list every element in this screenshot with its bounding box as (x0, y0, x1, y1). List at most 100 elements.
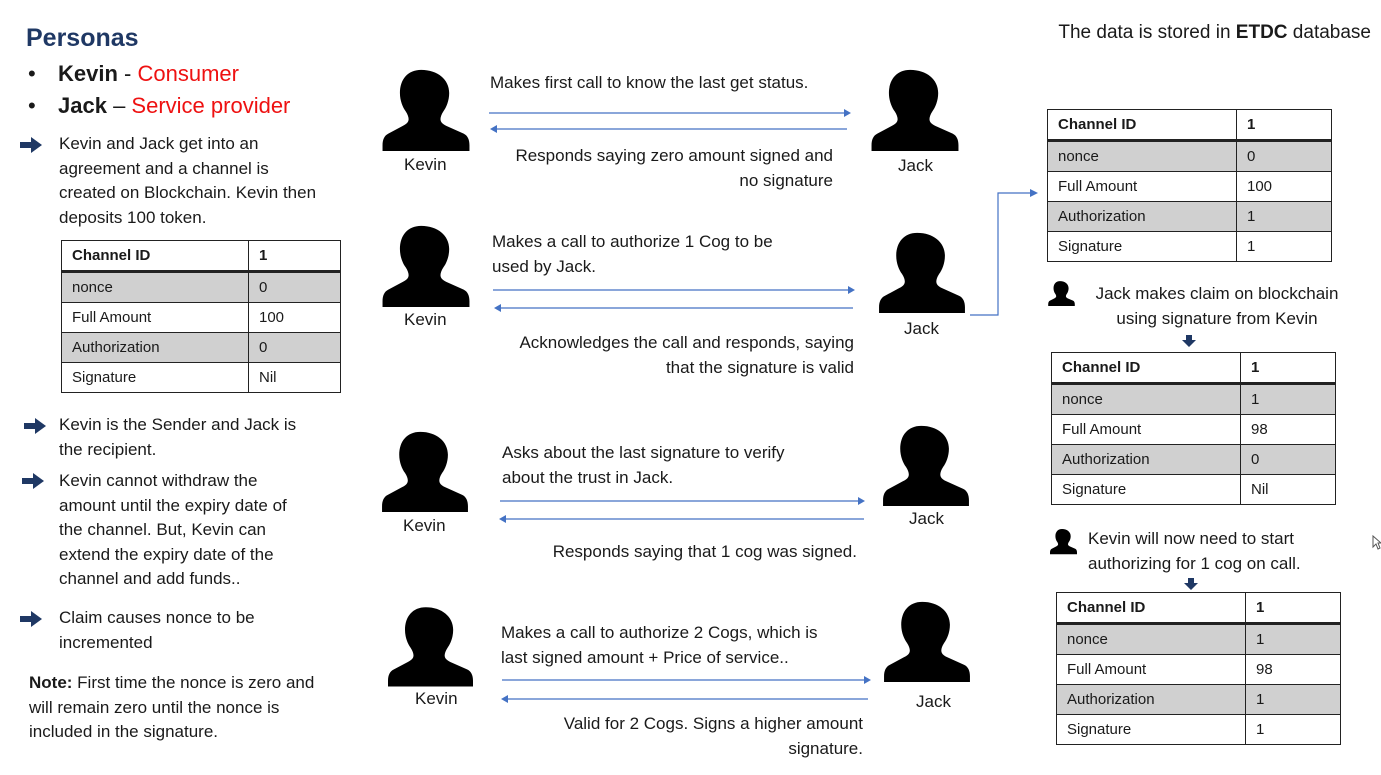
table-cell: 1 (1240, 383, 1336, 415)
table-cell: 98 (1245, 654, 1341, 685)
msg-line: that the signature is valid (665, 357, 854, 377)
message-arrows (501, 676, 871, 703)
table-cell: Authorization (1051, 444, 1241, 475)
table-cell: Authorization (61, 332, 249, 363)
note-line: deposits 100 token. (59, 207, 207, 227)
msg-line: Makes a call to authorize 1 Cog to be (492, 232, 773, 251)
message-arrows (499, 497, 865, 523)
table-cell: Nil (1240, 474, 1336, 505)
persona-sep: – (106, 93, 132, 118)
message-arrows (493, 286, 855, 312)
msg-line: Responds saying that 1 cog was signed. (552, 542, 857, 561)
msg-line: signature. (788, 738, 863, 758)
note-label: Note: (29, 673, 73, 692)
msg-line: authorizing for 1 cog on call. (1088, 553, 1301, 573)
table-cell: 0 (248, 271, 341, 303)
table-cell: nonce (1056, 623, 1246, 655)
person-silhouette-icon (382, 225, 470, 307)
bullet-dot: • (28, 93, 36, 118)
person-silhouette-icon (382, 431, 468, 512)
person-silhouette-icon (884, 601, 970, 682)
note-line: the recipient. (59, 439, 157, 459)
receiver-label: Jack (904, 319, 939, 338)
note-sender: Kevin is the Sender and Jack is the reci… (59, 413, 296, 462)
table-cell: nonce (1051, 383, 1241, 415)
msg-line: last signed amount + Price of service.. (501, 647, 789, 667)
cursor-icon (1372, 535, 1381, 550)
table-cell: Authorization (1056, 684, 1246, 715)
table-cell: 1 (1245, 623, 1341, 655)
down-arrow-icon (1182, 335, 1196, 347)
arrow-bullet-icon (20, 611, 42, 627)
note-text: First time the nonce is zero and (72, 673, 315, 692)
msg-line: Kevin will now need to start (1088, 529, 1294, 548)
note-line: Kevin and Jack get into an (59, 134, 259, 153)
msg-line: Acknowledges the call and responds, sayi… (519, 333, 854, 352)
note-line: will remain zero until the nonce is (29, 697, 280, 717)
person-silhouette-icon (1048, 281, 1075, 306)
sender-label: Kevin (415, 689, 458, 708)
table-cell: nonce (61, 271, 249, 303)
table-cell: Full Amount (1051, 414, 1241, 445)
table-cell: Nil (248, 362, 341, 393)
persona-name: Jack (58, 93, 107, 118)
receiver-label: Jack (916, 692, 951, 711)
table-cell: 0 (1240, 444, 1336, 475)
msg-line: used by Jack. (492, 256, 596, 276)
table-cell: 1 (1245, 714, 1341, 745)
table-cell: 98 (1240, 414, 1336, 445)
table-cell: Channel ID (1051, 352, 1241, 385)
arrow-bullet-icon (20, 137, 42, 153)
person-silhouette-icon (382, 69, 470, 151)
note-line: Claim causes nonce to be (59, 608, 255, 627)
table-cell: 0 (248, 332, 341, 363)
table-cell: 1 (1245, 684, 1341, 715)
msg-line: Responds saying zero amount signed and (515, 146, 833, 165)
table-cell: Signature (1051, 474, 1241, 505)
table-cell: 1 (1245, 592, 1341, 625)
storage-text: The data is stored in (1058, 22, 1236, 43)
message-arrows (489, 109, 851, 133)
receiver-label: Jack (909, 509, 944, 528)
page-title: Personas (26, 24, 139, 52)
step-response: Acknowledges the call and responds, sayi… (480, 331, 854, 380)
note-final: Note: First time the nonce is zero and w… (29, 671, 314, 745)
step-request: Makes first call to know the last get st… (490, 71, 808, 96)
msg-line: Jack makes claim on blockchain (1095, 284, 1339, 303)
note-line: created on Blockchain. Kevin then (59, 183, 317, 202)
storage-db-name: ETDC (1235, 22, 1288, 43)
msg-line: about the trust in Jack. (502, 467, 674, 487)
note-withdraw: Kevin cannot withdraw the amount until t… (59, 469, 287, 592)
table-cell: 100 (1236, 171, 1332, 202)
msg-line: Asks about the last signature to verify (502, 443, 785, 462)
persona-role: Service provider (131, 93, 291, 118)
note-claim: Claim causes nonce to be incremented (59, 606, 255, 655)
note-line: Note: First time the nonce is zero and (29, 671, 314, 696)
note-line: extend the expiry date of the (59, 544, 274, 564)
note-line: Kevin cannot withdraw the (59, 471, 258, 490)
note-agreement: Kevin and Jack get into an agreement and… (59, 132, 316, 230)
note-line: amount until the expiry date of (59, 495, 287, 515)
note-line: channel and add funds.. (59, 569, 241, 588)
table-cell: 1 (248, 240, 341, 273)
table-cell: Signature (1056, 714, 1246, 745)
table-cell: Signature (61, 362, 249, 393)
claim-note: Jack makes claim on blockchain using sign… (1087, 282, 1347, 331)
table-cell: 1 (1240, 352, 1336, 385)
table-cell: Full Amount (1047, 171, 1237, 202)
persona-role: Consumer (137, 61, 239, 86)
person-silhouette-icon (883, 425, 969, 506)
person-silhouette-icon (388, 607, 473, 687)
note-line: the channel. But, Kevin can (59, 520, 266, 539)
table-cell: 1 (1236, 231, 1332, 262)
person-silhouette-icon (871, 69, 959, 151)
table-cell: Channel ID (1047, 109, 1237, 142)
note-line: agreement and a channel is (59, 158, 269, 178)
persona-jack: • Jack – Service provider (28, 93, 290, 119)
note-line: Kevin is the Sender and Jack is (59, 415, 297, 434)
msg-line: using signature from Kevin (1116, 308, 1318, 328)
table-cell: 1 (1236, 201, 1332, 232)
table-cell: Authorization (1047, 201, 1237, 232)
